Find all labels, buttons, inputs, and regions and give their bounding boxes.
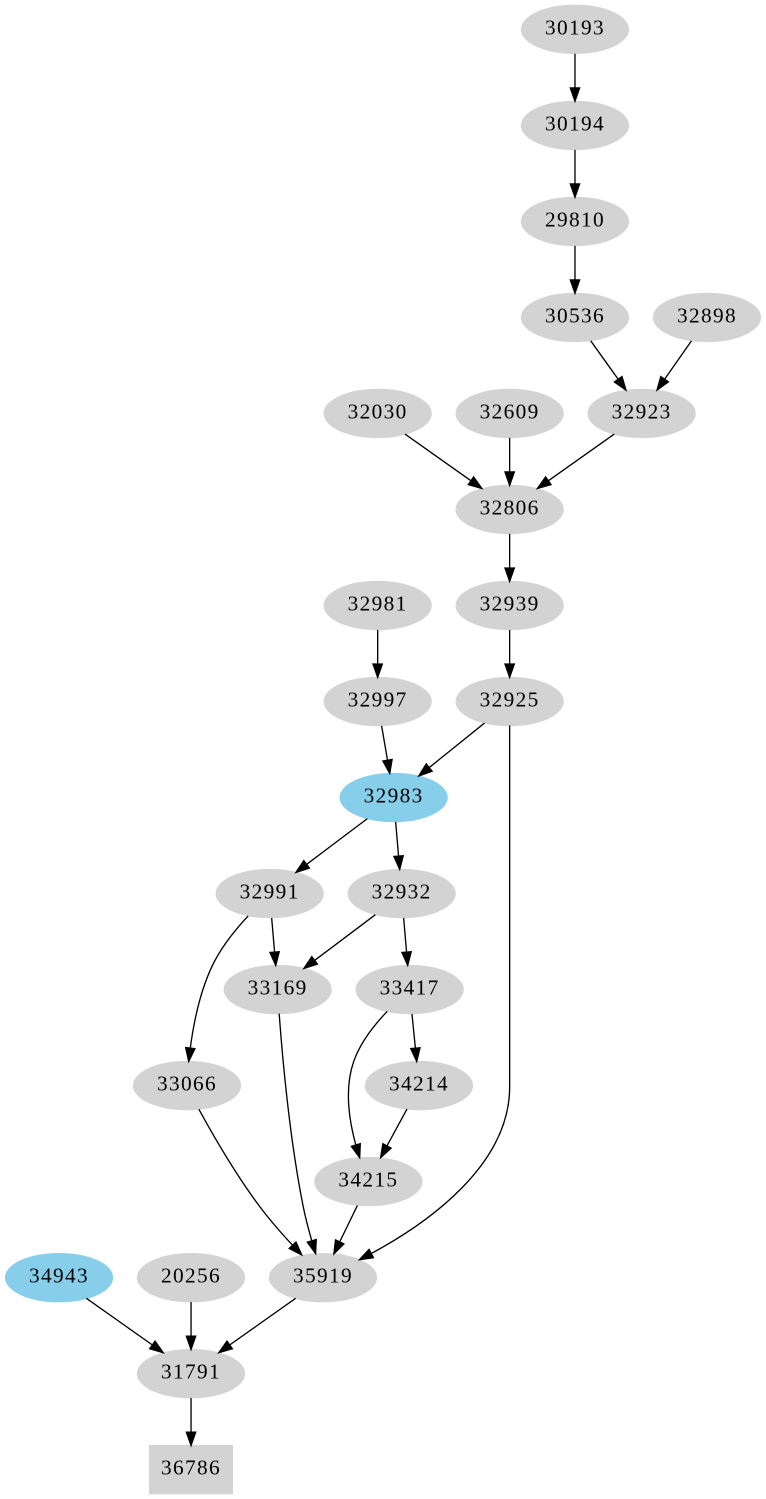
- svg-text:32983: 32983: [364, 783, 424, 807]
- svg-text:32925: 32925: [480, 687, 540, 711]
- svg-text:29810: 29810: [545, 207, 605, 231]
- svg-text:35919: 35919: [293, 1264, 353, 1288]
- svg-text:33169: 33169: [248, 975, 308, 999]
- svg-text:32939: 32939: [480, 591, 540, 615]
- svg-text:33417: 33417: [380, 975, 440, 999]
- svg-text:34214: 34214: [389, 1072, 449, 1096]
- svg-text:33066: 33066: [157, 1072, 217, 1096]
- svg-text:34943: 34943: [29, 1264, 89, 1288]
- svg-text:36786: 36786: [161, 1456, 221, 1480]
- svg-text:32806: 32806: [480, 495, 540, 519]
- svg-text:34215: 34215: [338, 1168, 398, 1192]
- svg-text:30193: 30193: [545, 15, 605, 39]
- svg-text:32030: 32030: [348, 399, 408, 423]
- svg-text:32923: 32923: [612, 399, 672, 423]
- svg-text:20256: 20256: [161, 1264, 221, 1288]
- svg-text:30536: 30536: [545, 303, 605, 327]
- svg-text:32991: 32991: [240, 879, 300, 903]
- svg-text:31791: 31791: [161, 1360, 221, 1384]
- svg-text:30194: 30194: [545, 111, 605, 135]
- svg-text:32932: 32932: [372, 879, 432, 903]
- svg-text:32898: 32898: [677, 303, 737, 327]
- svg-text:32981: 32981: [348, 591, 408, 615]
- svg-text:32609: 32609: [480, 399, 540, 423]
- svg-text:32997: 32997: [348, 687, 408, 711]
